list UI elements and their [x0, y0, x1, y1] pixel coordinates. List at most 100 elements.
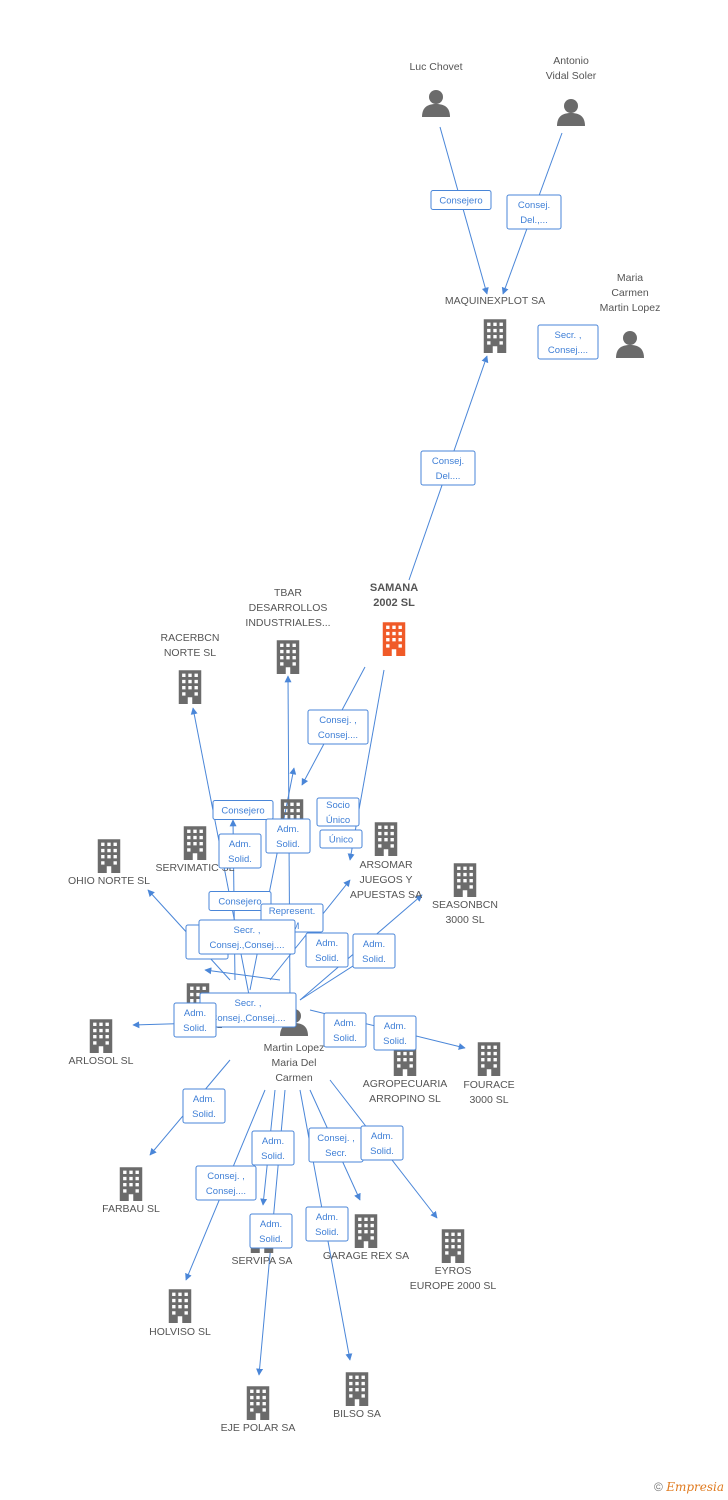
edge-role-label[interactable]: Consej. ,Secr. — [308, 1127, 364, 1163]
relationship-edge — [204, 967, 281, 981]
farbau-label: FARBAU SL — [102, 1203, 160, 1215]
edge-role-label[interactable]: Adm.Solid. — [305, 1206, 349, 1242]
ejepolar-node[interactable]: EJE POLAR SA — [221, 1386, 296, 1434]
edge-role-text: Consej. ,Secr. — [317, 1133, 355, 1159]
edge-role-label[interactable]: Consejero — [208, 891, 272, 911]
edge-role-label[interactable]: Consej.Del.,... — [506, 194, 562, 230]
brand-logo[interactable]: Empresia — [666, 1480, 724, 1494]
garagerex-label: GARAGE REX SA — [323, 1250, 409, 1262]
company-building-icon — [276, 640, 300, 674]
edge-role-text: Adm.Solid. — [259, 1219, 283, 1245]
holviso-node[interactable]: HOLVISO SL — [149, 1289, 211, 1338]
arlosol-label: ARLOSOL SL — [69, 1055, 134, 1067]
company-building-icon — [441, 1229, 465, 1263]
edge-role-text: Consej. ,Consej.... — [206, 1171, 246, 1197]
edge-role-label[interactable]: Adm.Solid. — [305, 932, 349, 968]
company-building-icon — [374, 822, 398, 856]
company-building-icon — [483, 319, 507, 353]
edge-role-text: Adm.Solid. — [276, 824, 300, 850]
edge-role-text: Secr. ,Consej.... — [548, 330, 588, 356]
edge-role-label[interactable]: Consejero — [430, 190, 492, 210]
person-icon — [557, 99, 585, 126]
edge-role-label[interactable]: Adm.Solid. — [323, 1012, 367, 1048]
farbau-node[interactable]: FARBAU SL — [102, 1167, 160, 1215]
edge-role-label[interactable]: Adm.Solid. — [251, 1130, 295, 1166]
edge-role-label[interactable]: Adm.Solid. — [373, 1015, 417, 1051]
servipa-node[interactable]: SERVIPA SA — [232, 1219, 293, 1267]
person-icon — [616, 331, 644, 358]
relationship-edge — [439, 126, 489, 295]
edge-role-label[interactable]: Consejero — [212, 800, 274, 820]
edge-role-text: Consejero — [221, 806, 264, 817]
edge-role-text: Adm.Solid. — [333, 1018, 357, 1044]
maquinexplot-label: MAQUINEXPLOT SA — [445, 295, 545, 307]
ohio-node[interactable]: OHIO NORTE SL — [68, 839, 150, 887]
person-icon — [422, 90, 450, 117]
edge-role-text: Consej. ,Consej.... — [318, 715, 358, 741]
company-building-icon — [178, 670, 202, 704]
edge-role-label[interactable]: Adm.Solid. — [352, 933, 396, 969]
edge-role-label[interactable]: Consej. ,Consej.... — [195, 1165, 257, 1201]
arlosol-node[interactable]: ARLOSOL SL — [69, 1019, 134, 1067]
edge-role-label[interactable]: Adm.Solid. — [218, 833, 262, 869]
edge-role-text: Consejero — [439, 196, 482, 207]
edge-role-text: Adm.Solid. — [183, 1008, 207, 1034]
edge-role-label[interactable]: Consej.Del.... — [420, 450, 476, 486]
edge-role-text: Adm.Solid. — [261, 1136, 285, 1162]
edge-role-label[interactable]: Adm.Solid. — [173, 1002, 217, 1038]
company-building-icon — [477, 1042, 501, 1076]
company-building-icon — [183, 826, 207, 860]
edge-role-label[interactable]: Secr. ,Consej.,Consej.... — [198, 919, 296, 955]
edge-role-text: Adm.Solid. — [192, 1094, 216, 1120]
edge-role-text: Consej.Del.... — [432, 456, 464, 482]
edge-role-label[interactable]: Consej. ,Consej.... — [307, 709, 369, 745]
edge-role-label[interactable]: Adm.Solid. — [265, 818, 311, 854]
ohio-label: OHIO NORTE SL — [68, 875, 150, 887]
edge-role-label[interactable]: Adm.Solid. — [182, 1088, 226, 1124]
bilso-node[interactable]: BILSO SA — [333, 1372, 381, 1420]
edge-role-label[interactable]: Único — [319, 829, 363, 849]
edge-role-label[interactable]: Secr. ,Consej.... — [537, 324, 599, 360]
edge-role-label[interactable]: Adm.Solid. — [249, 1213, 293, 1249]
edge-role-text: Secr. ,Consej.,Consej.... — [211, 998, 286, 1024]
edge-role-label[interactable]: Adm.Solid. — [360, 1125, 404, 1161]
company-building-icon — [354, 1214, 378, 1248]
edge-role-text: Consejero — [218, 897, 261, 908]
servimatic-label: SERVIMATIC SL — [156, 862, 235, 874]
footer: © Empresia — [654, 1480, 724, 1494]
luc-node[interactable]: Luc Chovet — [409, 61, 463, 117]
garagerex-node[interactable]: GARAGE REX SA — [323, 1214, 409, 1262]
edge-role-text: Único — [329, 835, 353, 846]
maquinexplot-node[interactable]: MAQUINEXPLOT SA — [445, 295, 545, 353]
edge-role-text: Adm.Solid. — [315, 1212, 339, 1238]
company-building-icon — [168, 1289, 192, 1323]
servimatic-node[interactable]: SERVIMATIC SL — [156, 826, 235, 874]
company-building-icon — [119, 1167, 143, 1201]
edge-labels-layer: Consejero Consej.Del.,... Secr. ,Consej...… — [173, 190, 599, 1249]
luc-label: Luc Chovet — [409, 61, 462, 73]
edge-role-text: Adm.Solid. — [370, 1131, 394, 1157]
edge-role-text: Adm.Solid. — [315, 938, 339, 964]
company-building-icon — [345, 1372, 369, 1406]
